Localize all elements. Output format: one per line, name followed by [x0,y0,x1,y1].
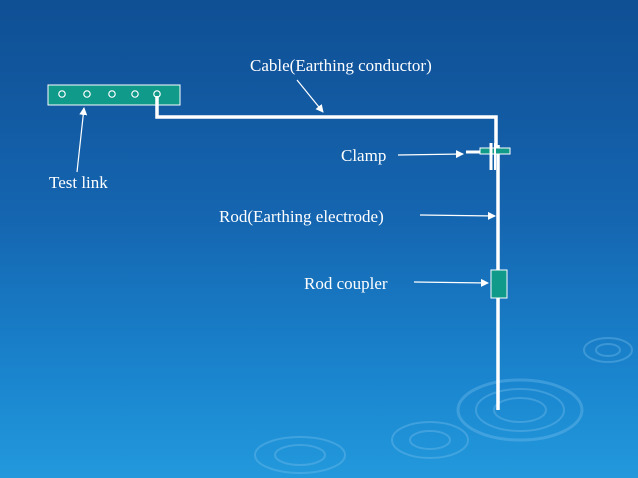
terminal-hole [131,90,139,98]
rod-coupler-label: Rod coupler [304,274,388,293]
test-link-bar [47,84,181,106]
terminal-hole [83,90,91,98]
earthing-cable [155,96,498,150]
rod-coupler [490,269,508,299]
test-link-label: Test link [49,173,108,192]
clamp-label: Clamp [341,146,387,165]
clamp-pointer-arrow [397,150,464,159]
ripple-decoration [254,337,633,474]
clamp [466,143,511,170]
rod-label: Rod(Earthing electrode) [219,207,384,226]
terminal-hole [108,90,116,98]
rod-pointer-arrow [419,211,496,220]
rod-coupler-pointer-arrow [413,278,489,287]
cable-pointer-arrow [296,79,324,113]
test-link-pointer-arrow [76,107,88,173]
terminal-hole [58,90,66,98]
cable-label: Cable(Earthing conductor) [250,56,432,75]
